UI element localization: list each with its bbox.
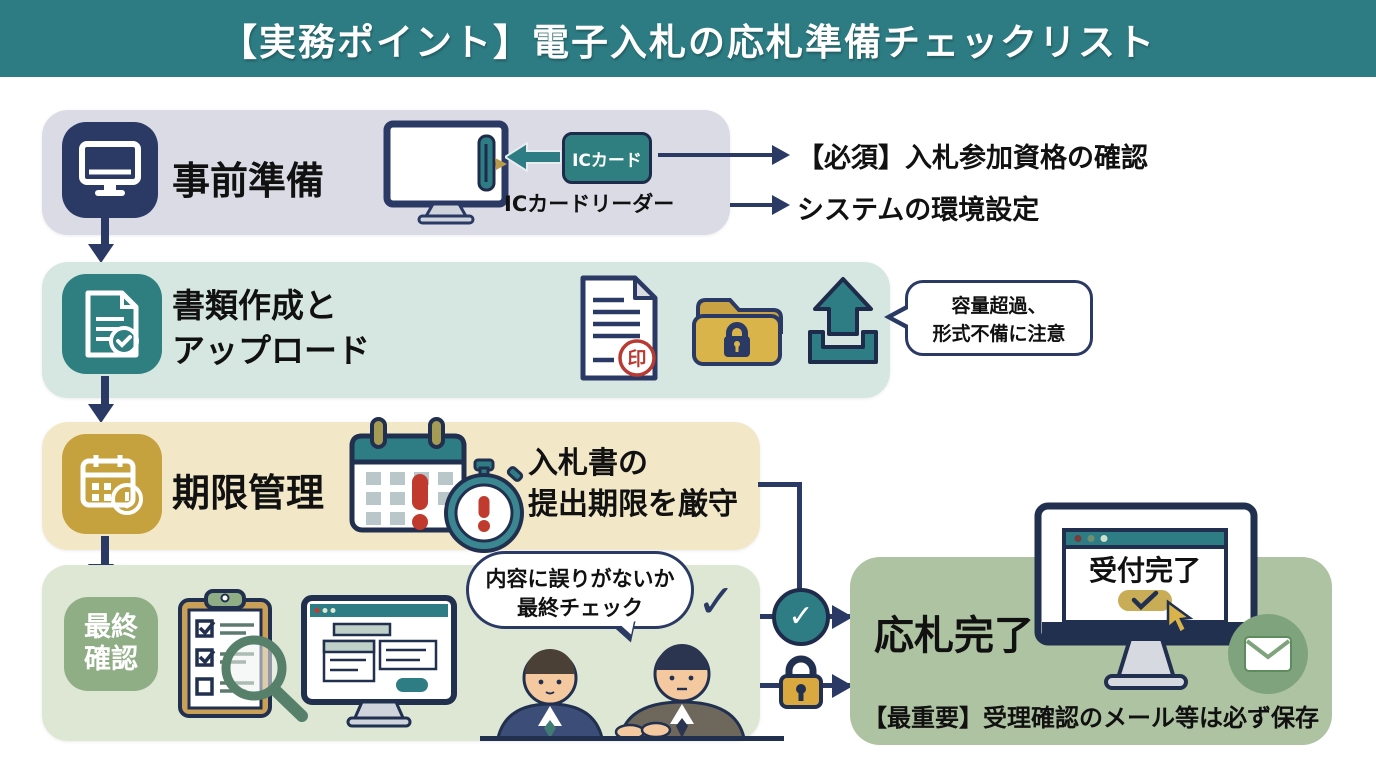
two-people-illustration xyxy=(472,624,792,746)
cursor-icon xyxy=(1166,599,1194,635)
ic-card-label: ICカード xyxy=(572,150,642,171)
flow-arrow-head-icon xyxy=(88,404,114,423)
screen-label: 受付完了 xyxy=(1089,554,1201,587)
warning-line2: 形式不備に注意 xyxy=(932,322,1066,345)
page-title: 【実務ポイント】電子入札の応札準備チェックリスト xyxy=(220,20,1156,64)
bubble-tail-icon xyxy=(893,308,910,326)
result-note: 【最重要】受理確認のメール等は必ず保存 xyxy=(863,704,1319,732)
final-check-line2: 最終チェック xyxy=(517,596,643,621)
result-label: 応札完了 xyxy=(874,613,1034,659)
upload-illustration xyxy=(802,276,884,372)
check-icon: ✓ xyxy=(697,574,736,628)
locked-folder-icon xyxy=(692,298,783,366)
arrow-head-icon xyxy=(772,145,790,165)
step4-icon-tile: 最終 確認 xyxy=(64,597,158,691)
flow-arrow-head-icon xyxy=(88,244,114,263)
arrow-head-icon xyxy=(832,605,853,629)
lock-badge xyxy=(772,652,830,714)
pc-with-card-reader-illustration xyxy=(383,120,513,229)
stopwatch-icon xyxy=(444,458,524,553)
mail-badge xyxy=(1228,614,1308,694)
arrow-line xyxy=(658,153,774,157)
arrow-head-icon xyxy=(832,674,853,698)
step3-note-line1: 入札書の xyxy=(528,446,648,481)
monitor-icon xyxy=(79,141,141,196)
step2-label: 書類作成と アップロード xyxy=(172,284,370,373)
step3-note-line2: 提出期限を厳守 xyxy=(528,486,738,522)
upload-warning-bubble: 容量超過、 形式不備に注意 xyxy=(884,280,1093,356)
step4-label-line2: 確認 xyxy=(84,644,138,675)
magnifier-illustration xyxy=(212,634,312,726)
final-check-line1: 内容に誤りがないか xyxy=(485,567,675,591)
completion-monitor-illustration: 受付完了 xyxy=(1034,502,1258,706)
connector-line xyxy=(797,482,802,592)
warning-line1: 容量超過、 xyxy=(951,295,1047,317)
connector-line xyxy=(758,482,802,487)
step4-label: 最終 確認 xyxy=(84,612,138,677)
stamped-document-illustration: 印 xyxy=(578,274,662,386)
deadline-calendar-illustration xyxy=(346,414,472,542)
card-insert-spark-icon xyxy=(495,158,507,170)
check-icon: ✓ xyxy=(788,599,814,634)
completion-monitor-icon: 受付完了 xyxy=(1034,502,1258,690)
step1-label: 事前準備 xyxy=(172,159,325,203)
calendar-alert-icon xyxy=(80,455,143,515)
flow-arrow-line xyxy=(101,216,109,245)
flow-arrow-line xyxy=(101,376,109,404)
step1-outcome-2: システムの環境設定 xyxy=(797,195,1040,226)
upload-icon xyxy=(808,277,878,364)
insert-arrow-icon xyxy=(503,141,562,176)
calendar-icon xyxy=(349,417,467,533)
header-bar: 【実務ポイント】電子入札の応札準備チェックリスト xyxy=(0,0,1376,77)
step2-label-line1: 書類作成と xyxy=(172,286,337,325)
approved-check-badge: ✓ xyxy=(772,588,830,646)
document-check-icon xyxy=(85,290,139,358)
step3-label: 期限管理 xyxy=(172,471,325,515)
ic-card-chip: ICカード xyxy=(562,132,652,184)
step1-outcome-1: 【必須】入札参加資格の確認 xyxy=(797,143,1148,174)
step3-icon-tile xyxy=(62,434,162,534)
locked-folder-illustration xyxy=(688,290,786,374)
alert-exclamation-icon xyxy=(412,474,428,510)
people-talking-icon xyxy=(480,644,784,741)
review-screen-illustration xyxy=(300,594,458,740)
form-monitor-icon xyxy=(301,595,457,728)
arrow-head-icon xyxy=(772,195,790,215)
step2-label-line2: アップロード xyxy=(172,330,370,370)
padlock-icon xyxy=(779,655,823,709)
final-check-bubble: 内容に誤りがないか 最終チェック xyxy=(466,551,694,646)
step3-note: 入札書の 提出期限を厳守 xyxy=(528,444,738,525)
card-reader-monitor-icon xyxy=(383,120,509,225)
ic-card-reader-label: ICカードリーダー xyxy=(504,192,675,216)
envelope-icon xyxy=(1244,636,1292,672)
step2-icon-tile xyxy=(62,274,162,374)
hanko-stamp-text: 印 xyxy=(627,348,646,370)
alert-exclamation-icon xyxy=(478,496,490,518)
step4-label-line1: 最終 xyxy=(84,611,138,643)
flow-arrow-line xyxy=(101,536,109,564)
stopwatch-illustration xyxy=(438,458,530,558)
stamped-document-icon: 印 xyxy=(580,275,658,381)
arrow-line xyxy=(730,203,774,207)
magnifier-icon xyxy=(221,635,308,722)
step1-icon-tile xyxy=(62,122,158,218)
